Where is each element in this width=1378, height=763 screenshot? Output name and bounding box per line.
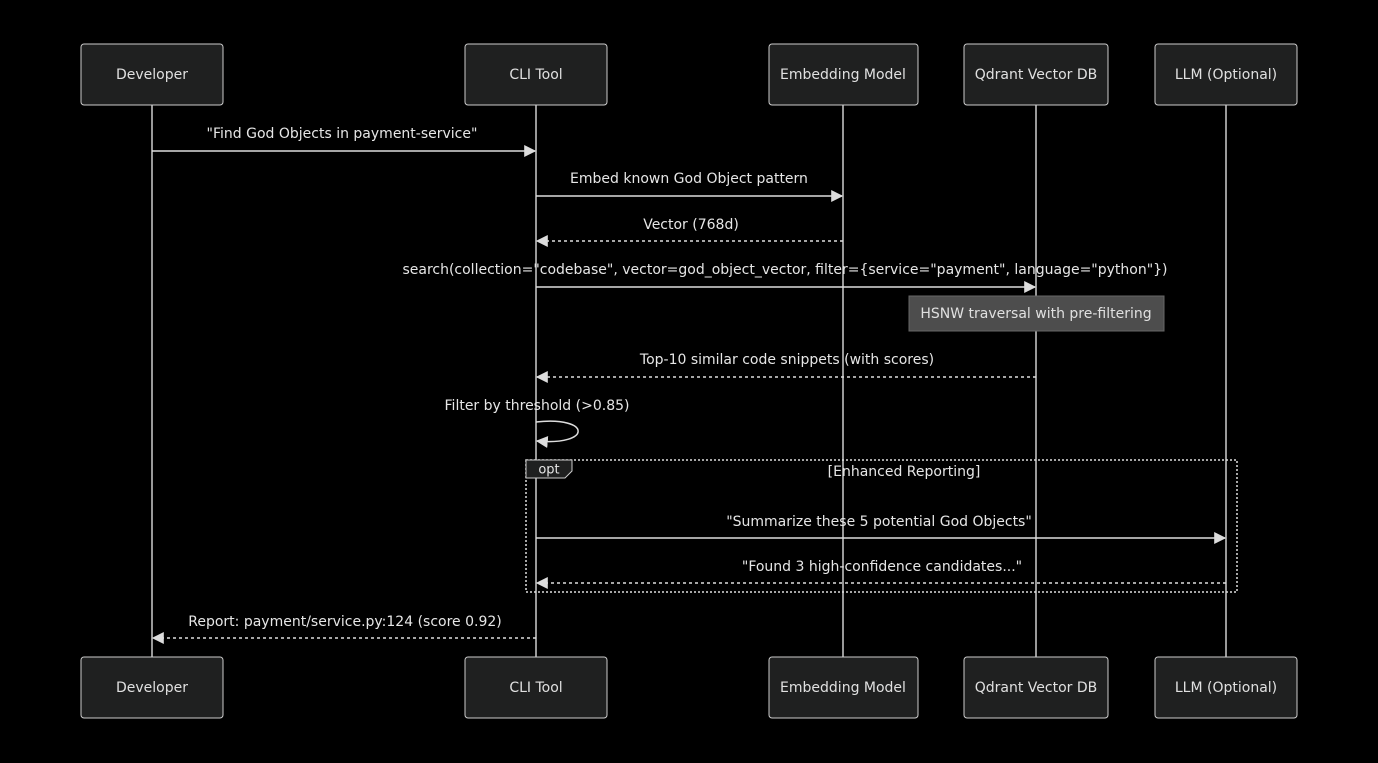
opt-frame-border <box>525 459 1238 593</box>
participant-llm-bottom: LLM (Optional) <box>1154 656 1298 719</box>
opt-frame: opt [Enhanced Reporting] <box>525 459 1238 593</box>
message-label: Vector (768d) <box>643 217 739 233</box>
participant-label: LLM (Optional) <box>1175 680 1277 696</box>
participant-developer-bottom: Developer <box>80 656 224 719</box>
message-label: "Summarize these 5 potential God Objects… <box>726 514 1032 530</box>
participant-embedding-model-bottom: Embedding Model <box>768 656 919 719</box>
opt-frame-condition: [Enhanced Reporting] <box>828 464 981 480</box>
message-label: Embed known God Object pattern <box>570 171 808 187</box>
message-label: Filter by threshold (>0.85) <box>445 398 630 414</box>
participant-cli-tool-top: CLI Tool <box>464 43 608 106</box>
participant-llm-top: LLM (Optional) <box>1154 43 1298 106</box>
participant-label: Developer <box>116 680 188 696</box>
note-hnsw: HSNW traversal with pre-filtering <box>908 295 1165 332</box>
participant-label: Embedding Model <box>780 67 906 83</box>
participant-label: Embedding Model <box>780 680 906 696</box>
participant-cli-tool-bottom: CLI Tool <box>464 656 608 719</box>
message-label: "Found 3 high-confidence candidates..." <box>742 559 1022 575</box>
message-label: Report: payment/service.py:124 (score 0.… <box>188 614 501 630</box>
self-message-arrow <box>535 420 579 448</box>
participant-qdrant-vector-db-bottom: Qdrant Vector DB <box>963 656 1109 719</box>
participant-label: LLM (Optional) <box>1175 67 1277 83</box>
opt-frame-keyword: opt <box>538 463 559 478</box>
participant-developer-top: Developer <box>80 43 224 106</box>
message-label: search(collection="codebase", vector=god… <box>402 262 1167 278</box>
opt-frame-tag <box>525 459 573 479</box>
participant-label: CLI Tool <box>509 680 562 696</box>
participant-embedding-model-top: Embedding Model <box>768 43 919 106</box>
message-label: Top-10 similar code snippets (with score… <box>639 352 934 368</box>
note-text: HSNW traversal with pre-filtering <box>920 306 1151 322</box>
participant-label: Qdrant Vector DB <box>975 67 1098 83</box>
participant-label: CLI Tool <box>509 67 562 83</box>
participant-label: Developer <box>116 67 188 83</box>
participant-qdrant-vector-db-top: Qdrant Vector DB <box>963 43 1109 106</box>
message-label: "Find God Objects in payment-service" <box>207 126 478 142</box>
participant-label: Qdrant Vector DB <box>975 680 1098 696</box>
